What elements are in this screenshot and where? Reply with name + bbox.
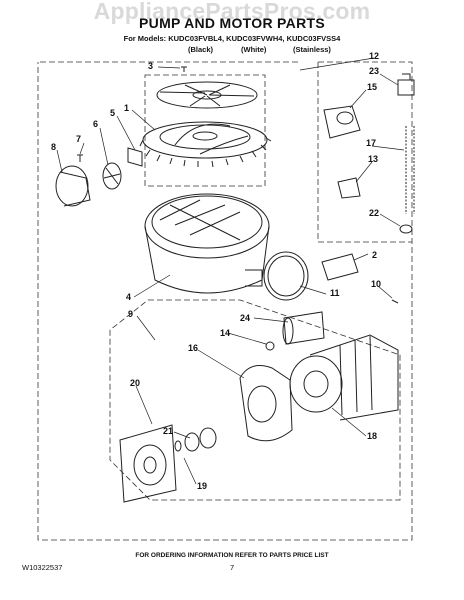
drain-impeller-vanes xyxy=(103,167,121,185)
capacitor-24 xyxy=(283,311,325,345)
callout-2: 2 xyxy=(372,250,378,260)
callout-24: 24 xyxy=(240,313,251,323)
sump-outlet xyxy=(245,269,263,287)
impeller-plate xyxy=(119,424,177,503)
callout-21: 21 xyxy=(163,426,174,436)
motor-fins xyxy=(339,335,373,416)
callout-4: 4 xyxy=(126,292,132,302)
sump-grid xyxy=(159,199,241,241)
gasket-11 xyxy=(263,251,309,301)
finish-white: (White) xyxy=(241,45,267,54)
impeller-20-hub xyxy=(143,456,157,474)
gear-disc-hub xyxy=(192,131,218,141)
volute-16 xyxy=(239,365,293,442)
callout-12: 12 xyxy=(369,51,380,61)
sump-body xyxy=(144,225,270,294)
callout-7: 7 xyxy=(76,134,82,144)
motor-face-inner xyxy=(303,370,329,398)
callout-15: 15 xyxy=(367,82,378,92)
sensor-23 xyxy=(397,73,415,96)
callout-3: 3 xyxy=(148,61,154,71)
seal-21-b xyxy=(199,427,217,449)
callout-17: 17 xyxy=(366,138,377,148)
callout-20: 20 xyxy=(130,378,141,388)
pump-housing-body xyxy=(59,171,91,207)
callout-9: 9 xyxy=(128,309,134,319)
callout-19: 19 xyxy=(197,481,208,491)
cover-plate-2 xyxy=(321,253,359,281)
callout-14: 14 xyxy=(220,328,231,338)
screw-10 xyxy=(391,299,399,304)
motor-body xyxy=(309,334,399,421)
gear-teeth xyxy=(139,137,272,168)
ordering-note: FOR ORDERING INFORMATION REFER TO PARTS … xyxy=(135,552,329,559)
callout-16: 16 xyxy=(188,343,199,353)
gasket-11-inner xyxy=(267,255,305,297)
page-number: 7 xyxy=(230,563,235,572)
callout-10: 10 xyxy=(371,279,382,289)
clamp-22 xyxy=(399,224,413,234)
watermark: AppliancePartsPros.com xyxy=(93,0,371,24)
callout-11: 11 xyxy=(330,288,340,298)
hose-17 xyxy=(405,126,415,214)
finish-black: (Black) xyxy=(188,45,214,54)
callout-5: 5 xyxy=(110,108,116,118)
bracket-13 xyxy=(337,177,361,199)
model-list: For Models: KUDC03FVBL4, KUDC03FVWH4, KU… xyxy=(123,34,341,43)
drain-impeller xyxy=(102,162,122,190)
volute-16-eye xyxy=(247,385,277,423)
callout-23: 23 xyxy=(369,66,380,76)
callout-6: 6 xyxy=(93,119,99,129)
finish-stainless: (Stainless) xyxy=(293,45,331,54)
motor-group-frame xyxy=(109,299,401,501)
page-title: PUMP AND MOTOR PARTS xyxy=(139,15,325,31)
capacitor-24-end xyxy=(282,317,294,345)
document-number: W10322537 xyxy=(22,563,63,572)
pump-housing xyxy=(55,165,89,207)
nut-14 xyxy=(265,341,275,351)
callout-13: 13 xyxy=(368,154,379,164)
impeller-20 xyxy=(133,444,167,486)
drain-cover xyxy=(127,147,143,167)
callout-1: 1 xyxy=(124,103,130,113)
valve-15 xyxy=(323,105,361,139)
callout-8: 8 xyxy=(51,142,57,152)
outer-frame xyxy=(37,61,413,541)
inset-frame xyxy=(317,62,412,243)
screw-3 xyxy=(181,66,187,72)
gear-disc-inner xyxy=(159,124,251,150)
filter-top-spokes xyxy=(159,84,255,107)
callout-18: 18 xyxy=(367,431,378,441)
valve-15-port xyxy=(336,111,354,125)
screw-7 xyxy=(77,154,83,162)
sump-rim-inner xyxy=(151,195,263,249)
motor-face xyxy=(289,355,343,413)
callout-22: 22 xyxy=(369,208,380,218)
seal-21 xyxy=(184,432,200,452)
washer-21 xyxy=(174,440,182,452)
filter-top-ring xyxy=(156,81,258,109)
filter-group-frame xyxy=(144,74,266,187)
gear-impeller xyxy=(174,123,249,155)
